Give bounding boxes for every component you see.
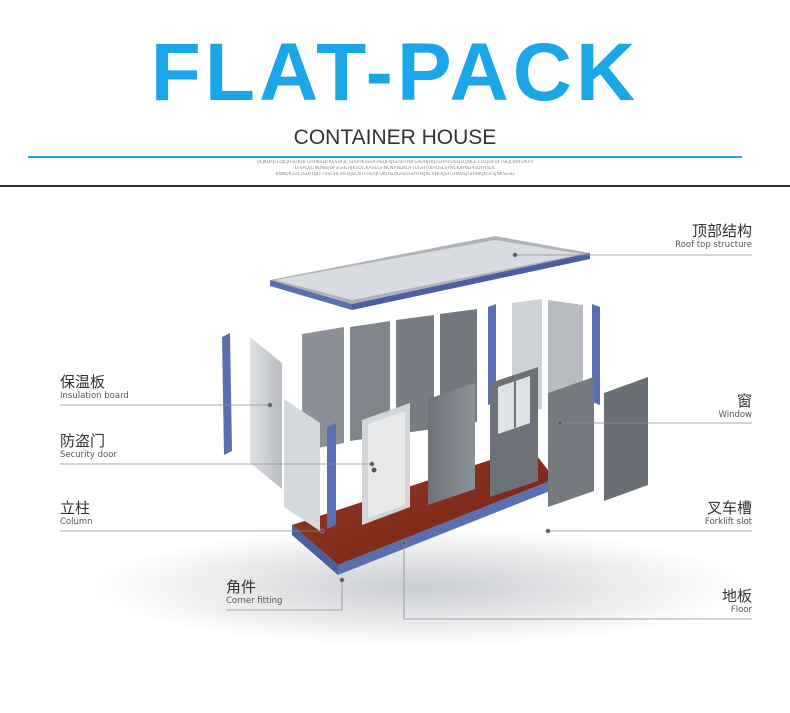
- label-corner: 角件 Corner fitting: [226, 578, 282, 607]
- roof-structure: [270, 236, 590, 310]
- label-insulation-en: Insulation board: [60, 391, 129, 401]
- label-column: 立柱 Column: [60, 499, 93, 528]
- label-door: 防盗门 Security door: [60, 432, 117, 461]
- header-banner: FLAT-PACK CONTAINER HOUSE OLJKDFJLLDJLJH…: [0, 0, 790, 187]
- label-door-en: Security door: [60, 450, 117, 460]
- label-door-cn: 防盗门: [60, 432, 106, 450]
- ground-shadow: [90, 527, 750, 647]
- front-wall-panels: [362, 367, 648, 525]
- floor-base: [292, 447, 555, 575]
- fine-print-line: OLJKDFJLLDJLJHSOKDFGHHKSDFKSSDFJL;SDVHKS…: [256, 160, 534, 165]
- label-insulation-cn: 保温板: [60, 373, 106, 391]
- container-house-illustration: [60, 236, 752, 647]
- label-floor-en: Floor: [730, 605, 752, 615]
- label-corner-cn: 角件: [226, 578, 257, 596]
- label-window-cn: 窗: [736, 392, 752, 410]
- fine-print-line: KNNDK2013SDFDJLFTSSGHLIHFDJSCNTFHLHJFUKO…: [275, 172, 515, 177]
- label-roof-cn: 顶部结构: [691, 222, 752, 240]
- label-floor-cn: 地板: [721, 587, 752, 605]
- leader-lines: [60, 252, 752, 620]
- label-forklift: 叉车槽 Forklift slot: [660, 499, 752, 528]
- label-window-en: Window: [718, 410, 752, 420]
- page-title: FLAT-PACK: [150, 27, 640, 118]
- label-column-cn: 立柱: [60, 499, 91, 517]
- back-wall-panels: [302, 299, 583, 451]
- label-insulation: 保温板 Insulation board: [60, 373, 129, 402]
- label-roof: 顶部结构 Roof top structure: [640, 222, 752, 251]
- insulation-boards-left: [250, 337, 320, 531]
- label-roof-en: Roof top structure: [675, 240, 752, 250]
- label-column-en: Column: [60, 517, 93, 527]
- label-corner-en: Corner fitting: [226, 596, 283, 606]
- label-forklift-cn: 叉车槽: [706, 499, 752, 517]
- exploded-view-diagram: 顶部结构 Roof top structure 保温板 Insulation b…: [0, 187, 790, 709]
- page-subtitle: CONTAINER HOUSE: [293, 126, 497, 149]
- fine-print-line: LFSADJL;NDNGJDFSGHLHJKSDL;KASEGFNCNVNDKO…: [294, 166, 496, 171]
- label-forklift-en: Forklift slot: [704, 517, 752, 527]
- label-floor: 地板 Floor: [680, 587, 752, 616]
- title-divider: [28, 156, 742, 158]
- label-window: 窗 Window: [670, 392, 752, 421]
- header-bottom-rule: [0, 185, 790, 187]
